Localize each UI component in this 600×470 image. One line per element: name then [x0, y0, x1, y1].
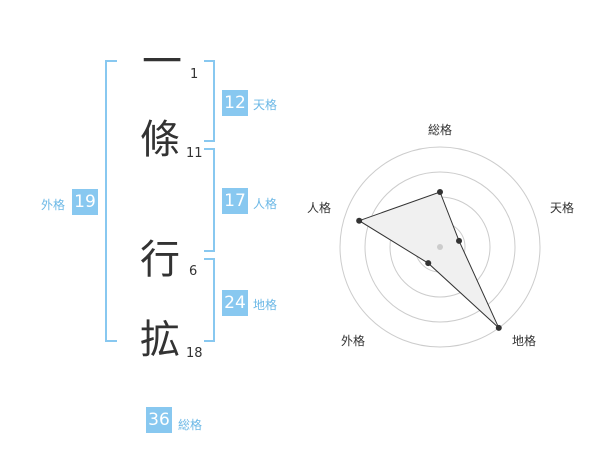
radar-point-3 — [425, 260, 432, 267]
radar-axis-label-jinkaku: 人格 — [307, 200, 331, 215]
gaikaku-value: 19 — [72, 189, 98, 215]
radar-axis-label-chikaku: 地格 — [512, 333, 536, 348]
soukaku-value: 36 — [146, 407, 172, 433]
radar-value-polygon — [358, 191, 500, 329]
jinkaku-label: 人格 — [253, 197, 278, 211]
stroke-count-2: 11 — [186, 146, 203, 161]
tenkaku-value: 12 — [222, 90, 248, 116]
radar-points — [356, 189, 502, 331]
jinkaku-value: 17 — [222, 188, 248, 214]
name-char-2: 條 — [140, 117, 180, 163]
radar-point-0 — [437, 189, 443, 195]
radar-ring-4 — [339, 146, 541, 348]
name-char-1: 一 — [142, 39, 182, 85]
jinkaku-bracket — [204, 148, 215, 252]
radar-ring-3 — [364, 171, 516, 323]
tenkaku-label: 天格 — [253, 98, 278, 112]
chikaku-bracket — [204, 258, 215, 342]
radar-point-2 — [495, 324, 502, 331]
radar-point-4 — [356, 217, 363, 224]
chikaku-value: 24 — [222, 290, 248, 316]
radar-axis-label-tenkaku: 天格 — [550, 200, 574, 215]
radar-axis-label-gaikaku: 外格 — [341, 333, 365, 348]
name-char-3: 行 — [140, 237, 180, 283]
stroke-count-3: 6 — [189, 264, 198, 279]
radar-point-1 — [456, 237, 463, 244]
stroke-count-4: 18 — [186, 346, 203, 361]
gaikaku-label: 外格 — [41, 198, 66, 212]
chikaku-label: 地格 — [253, 298, 278, 312]
name-char-4: 拡 — [140, 317, 180, 363]
gaikaku-bracket — [105, 60, 117, 342]
stroke-count-1: 1 — [190, 67, 199, 82]
tenkaku-bracket — [204, 60, 215, 142]
soukaku-label: 総格 — [178, 418, 203, 432]
radar-axis-label-soukaku: 総格 — [428, 122, 452, 137]
radar-center-dot — [437, 244, 443, 250]
